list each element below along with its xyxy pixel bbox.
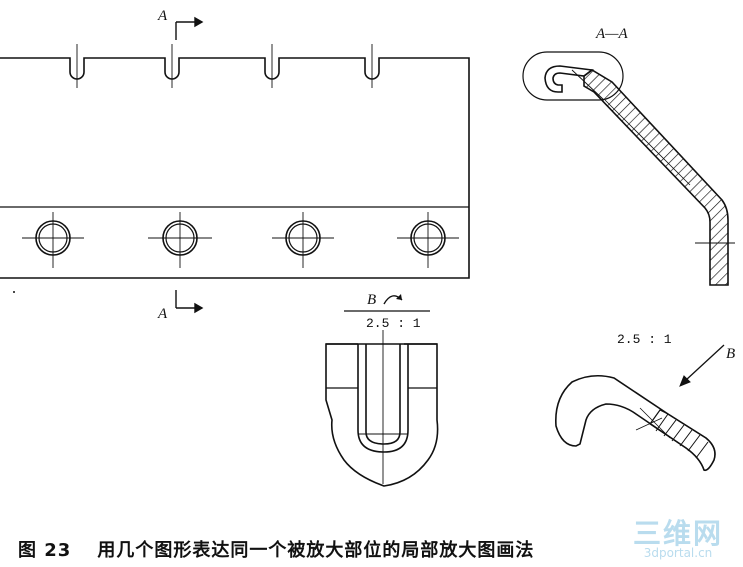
main-view: [0, 16, 470, 314]
detail-b-view: [325, 330, 439, 487]
detail-right-arrow-letter: B: [726, 346, 735, 362]
hole-2: [148, 212, 212, 268]
section-label-bottom: A: [157, 306, 168, 322]
detail-right-scale: 2.5 : 1: [617, 332, 672, 347]
detail-b-outline: [325, 343, 439, 487]
detail-boundary: [522, 51, 624, 101]
hole-1: [22, 212, 84, 268]
watermark-logo: 三维网: [632, 517, 723, 550]
section-view: [522, 51, 735, 286]
detail-right-arrow-line: [685, 344, 725, 381]
section-cut-bottom: [175, 290, 204, 314]
hook-enlarged-outline: [555, 374, 716, 472]
strip-outline: [0, 57, 470, 279]
section-label-top: A: [157, 8, 168, 24]
watermark-url: 3dportal.cn: [643, 546, 713, 560]
hook-outline: [544, 65, 595, 93]
hole-3: [272, 212, 334, 268]
detail-b-slot: [357, 344, 409, 453]
figure-caption: 图 23 用几个图形表达同一个被放大部位的局部放大图画法: [18, 536, 534, 562]
watermark: 三维网 3dportal.cn: [623, 512, 733, 560]
detail-right-view: [555, 344, 725, 472]
hook-enlarged-hatch-band: [649, 409, 716, 471]
section-view-title: A—A: [595, 26, 629, 42]
detail-b-scale: 2.5 : 1: [366, 316, 421, 331]
detail-b-letter: B: [367, 292, 376, 308]
section-cut-top: [175, 16, 204, 40]
hole-4: [397, 212, 459, 268]
figure-caption-text: 用几个图形表达同一个被放大部位的局部放大图画法: [97, 540, 535, 561]
plate-section: [583, 69, 729, 286]
figure-number: 图 23: [18, 540, 72, 561]
slot-centerlines: [76, 44, 373, 88]
